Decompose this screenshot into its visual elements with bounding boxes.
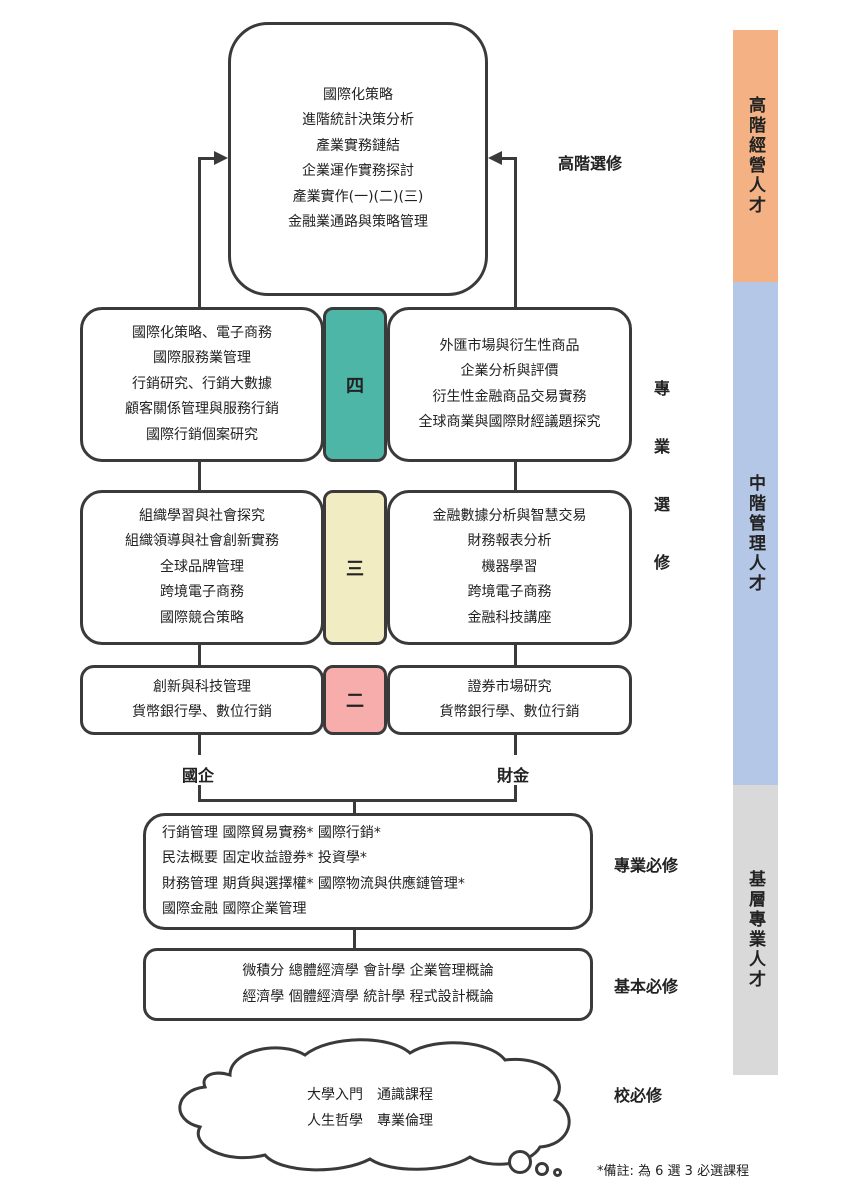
- course: 組織領導與社會創新實務: [125, 533, 279, 550]
- advanced-electives-box: 國際化策略 進階統計決策分析 產業實務鏈結 企業運作實務探討 產業實作(一)(二…: [228, 22, 488, 296]
- course-line: 民法概要 固定收益證券* 投資學*: [162, 850, 367, 866]
- connector-line: [198, 799, 517, 802]
- course: 行銷研究、行銷大數據: [132, 375, 272, 392]
- year3-intl-business-box: 組織學習與社會探究 組織領導與社會創新實務 全球品牌管理 跨境電子商務 國際競合…: [80, 490, 324, 645]
- course: 國際行銷個案研究: [146, 426, 258, 443]
- course: 跨境電子商務: [467, 584, 552, 601]
- course: 外匯市場與衍生性商品: [439, 337, 580, 354]
- connector-line: [198, 733, 201, 755]
- professional-required-box: 行銷管理 國際貿易實務* 國際行銷* 民法概要 固定收益證券* 投資學* 財務管…: [143, 813, 593, 930]
- label-char: 專: [654, 379, 671, 398]
- school-required-label: 校必修: [614, 1086, 663, 1105]
- arrow-right-icon: [214, 151, 228, 165]
- connector-line: [198, 157, 216, 160]
- course-line: 人生哲學 專業倫理: [307, 1113, 433, 1129]
- label-char: 業: [654, 437, 671, 456]
- sidebar-entry-talent: 基層專業人才: [733, 785, 778, 1075]
- course: 國際服務業管理: [153, 350, 251, 367]
- course: 組織學習與社會探究: [139, 507, 265, 524]
- course: 貨幣銀行學、數位行銷: [132, 704, 272, 720]
- course-line: 大學入門 通識課程: [307, 1087, 433, 1103]
- basic-required-box: 微積分 總體經濟學 會計學 企業管理概論 經濟學 個體經濟學 統計學 程式設計概…: [143, 948, 593, 1021]
- connector-line: [514, 733, 517, 755]
- course-line: 財務管理 期貨與選擇權* 國際物流與供應鏈管理*: [162, 875, 465, 892]
- course: 衍生性金融商品交易實務: [432, 388, 587, 405]
- course-line: 微積分 總體經濟學 會計學 企業管理概論: [242, 963, 494, 979]
- course: 財務報表分析: [467, 533, 552, 550]
- connector-line: [514, 643, 517, 667]
- year3-finance-box: 金融數據分析與智慧交易 財務報表分析 機器學習 跨境電子商務 金融科技講座: [387, 490, 632, 645]
- connector-line: [514, 785, 517, 802]
- course: 進階統計決策分析: [302, 112, 414, 128]
- connector-line: [514, 460, 517, 492]
- connector-line: [500, 157, 517, 160]
- course: 機器學習: [481, 558, 538, 575]
- connector-line: [353, 928, 356, 950]
- course: 證券市場研究: [467, 678, 552, 695]
- track-intl-business-label: 國企: [182, 766, 215, 785]
- course: 國際競合策略: [160, 609, 244, 626]
- sidebar-mid-talent: 中階管理人才: [733, 282, 778, 785]
- course-line: 行銷管理 國際貿易實務* 國際行銷*: [162, 824, 381, 841]
- course: 跨境電子商務: [160, 584, 244, 601]
- course: 金融數據分析與智慧交易: [432, 507, 587, 524]
- course: 產業實務鏈結: [316, 137, 400, 154]
- year3-badge: 三: [323, 490, 387, 645]
- course: 國際化策略、電子商務: [132, 324, 272, 341]
- course: 企業分析與評價: [460, 363, 559, 379]
- school-required-courses: 大學入門 通識課程 人生哲學 專業倫理: [270, 1082, 470, 1134]
- thought-bubble: [508, 1150, 532, 1174]
- year4-badge: 四: [323, 307, 387, 462]
- track-finance-label: 財金: [497, 766, 530, 785]
- year2-badge: 二: [323, 665, 387, 735]
- course: 國際化策略: [323, 86, 393, 103]
- year4-finance-box: 外匯市場與衍生性商品 企業分析與評價 衍生性金融商品交易實務 全球商業與國際財經…: [387, 307, 632, 462]
- arrow-left-icon: [488, 151, 502, 165]
- connector-line: [353, 799, 356, 815]
- course: 全球商業與國際財經議題探究: [418, 414, 601, 430]
- thought-bubble: [553, 1168, 562, 1177]
- course: 金融科技講座: [467, 609, 552, 626]
- year2-finance-box: 證券市場研究 貨幣銀行學、數位行銷: [387, 665, 632, 735]
- connector-line: [514, 157, 517, 307]
- label-char: 修: [654, 553, 671, 572]
- sidebar-senior-talent: 高階經營人才: [733, 30, 778, 282]
- basic-required-label: 基本必修: [614, 977, 679, 996]
- connector-line: [198, 157, 201, 307]
- advanced-electives-label: 高階選修: [558, 154, 623, 173]
- thought-bubble: [535, 1162, 549, 1176]
- professional-electives-label: 專 業 選 修: [654, 375, 670, 573]
- connector-line: [198, 460, 201, 492]
- course-line: 經濟學 個體經濟學 統計學 程式設計概論: [242, 988, 494, 1005]
- year4-intl-business-box: 國際化策略、電子商務 國際服務業管理 行銷研究、行銷大數據 顧客關係管理與服務行…: [80, 307, 324, 462]
- course: 貨幣銀行學、數位行銷: [439, 704, 580, 720]
- professional-required-label: 專業必修: [614, 856, 679, 875]
- course-line: 國際金融 國際企業管理: [162, 901, 307, 917]
- footnote: *備註: 為 6 選 3 必選課程: [597, 1164, 750, 1179]
- course: 創新與科技管理: [153, 678, 251, 695]
- connector-line: [198, 643, 201, 667]
- course: 產業實作(一)(二)(三): [292, 188, 424, 205]
- year2-intl-business-box: 創新與科技管理 貨幣銀行學、數位行銷: [80, 665, 324, 735]
- course: 企業運作實務探討: [302, 163, 414, 179]
- label-char: 選: [654, 495, 671, 514]
- course: 顧客關係管理與服務行銷: [125, 401, 279, 418]
- course: 金融業通路與策略管理: [288, 214, 428, 230]
- course: 全球品牌管理: [160, 558, 244, 575]
- connector-line: [198, 785, 201, 802]
